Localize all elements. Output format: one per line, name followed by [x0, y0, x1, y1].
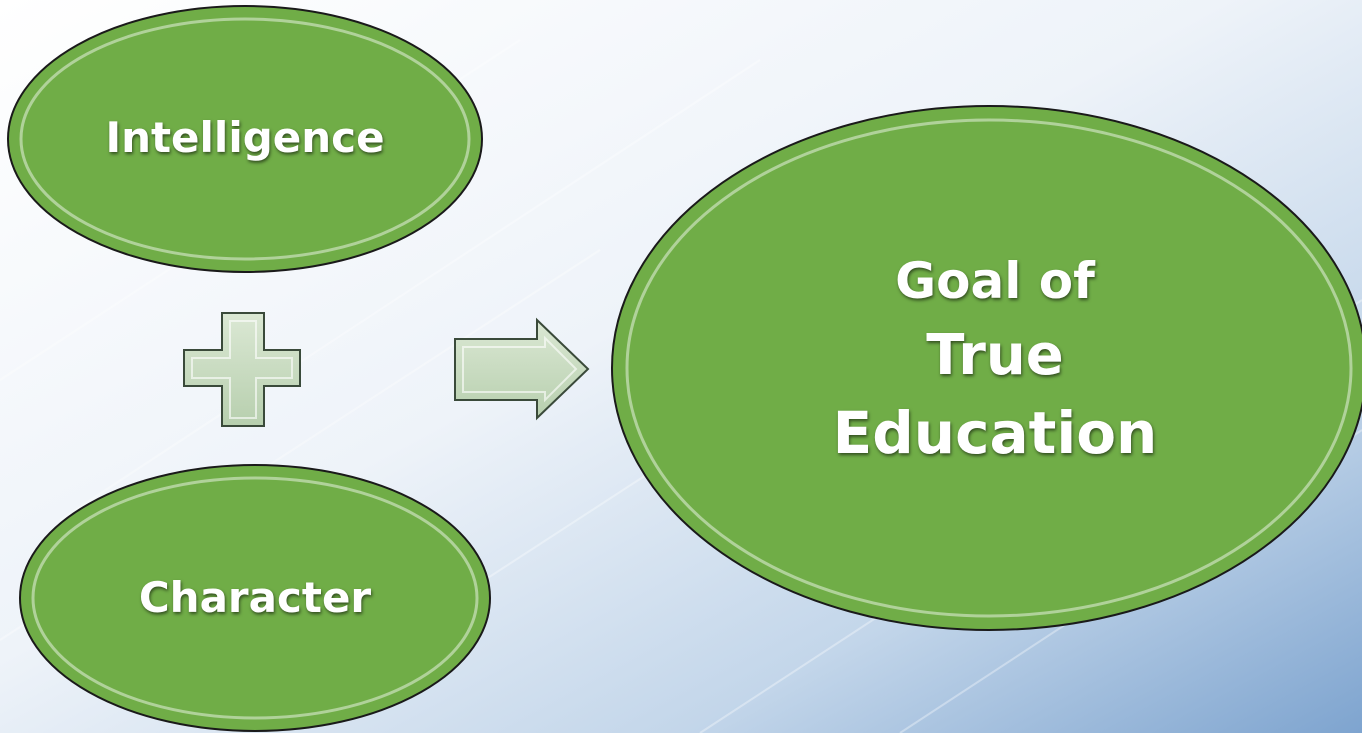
goal-line-1: Goal of: [895, 252, 1095, 310]
goal-ellipse: [611, 105, 1362, 631]
intelligence-label: Intelligence: [105, 113, 385, 162]
character-label: Character: [138, 573, 372, 622]
character-ellipse: [19, 464, 491, 732]
goal-line-2: True: [926, 323, 1064, 388]
goal-line-3: Education: [832, 399, 1158, 467]
right-arrow-icon: [454, 317, 590, 421]
intelligence-ellipse: [7, 5, 483, 273]
goal-label: Goal of True Education: [680, 246, 1310, 470]
plus-icon: [183, 312, 301, 427]
